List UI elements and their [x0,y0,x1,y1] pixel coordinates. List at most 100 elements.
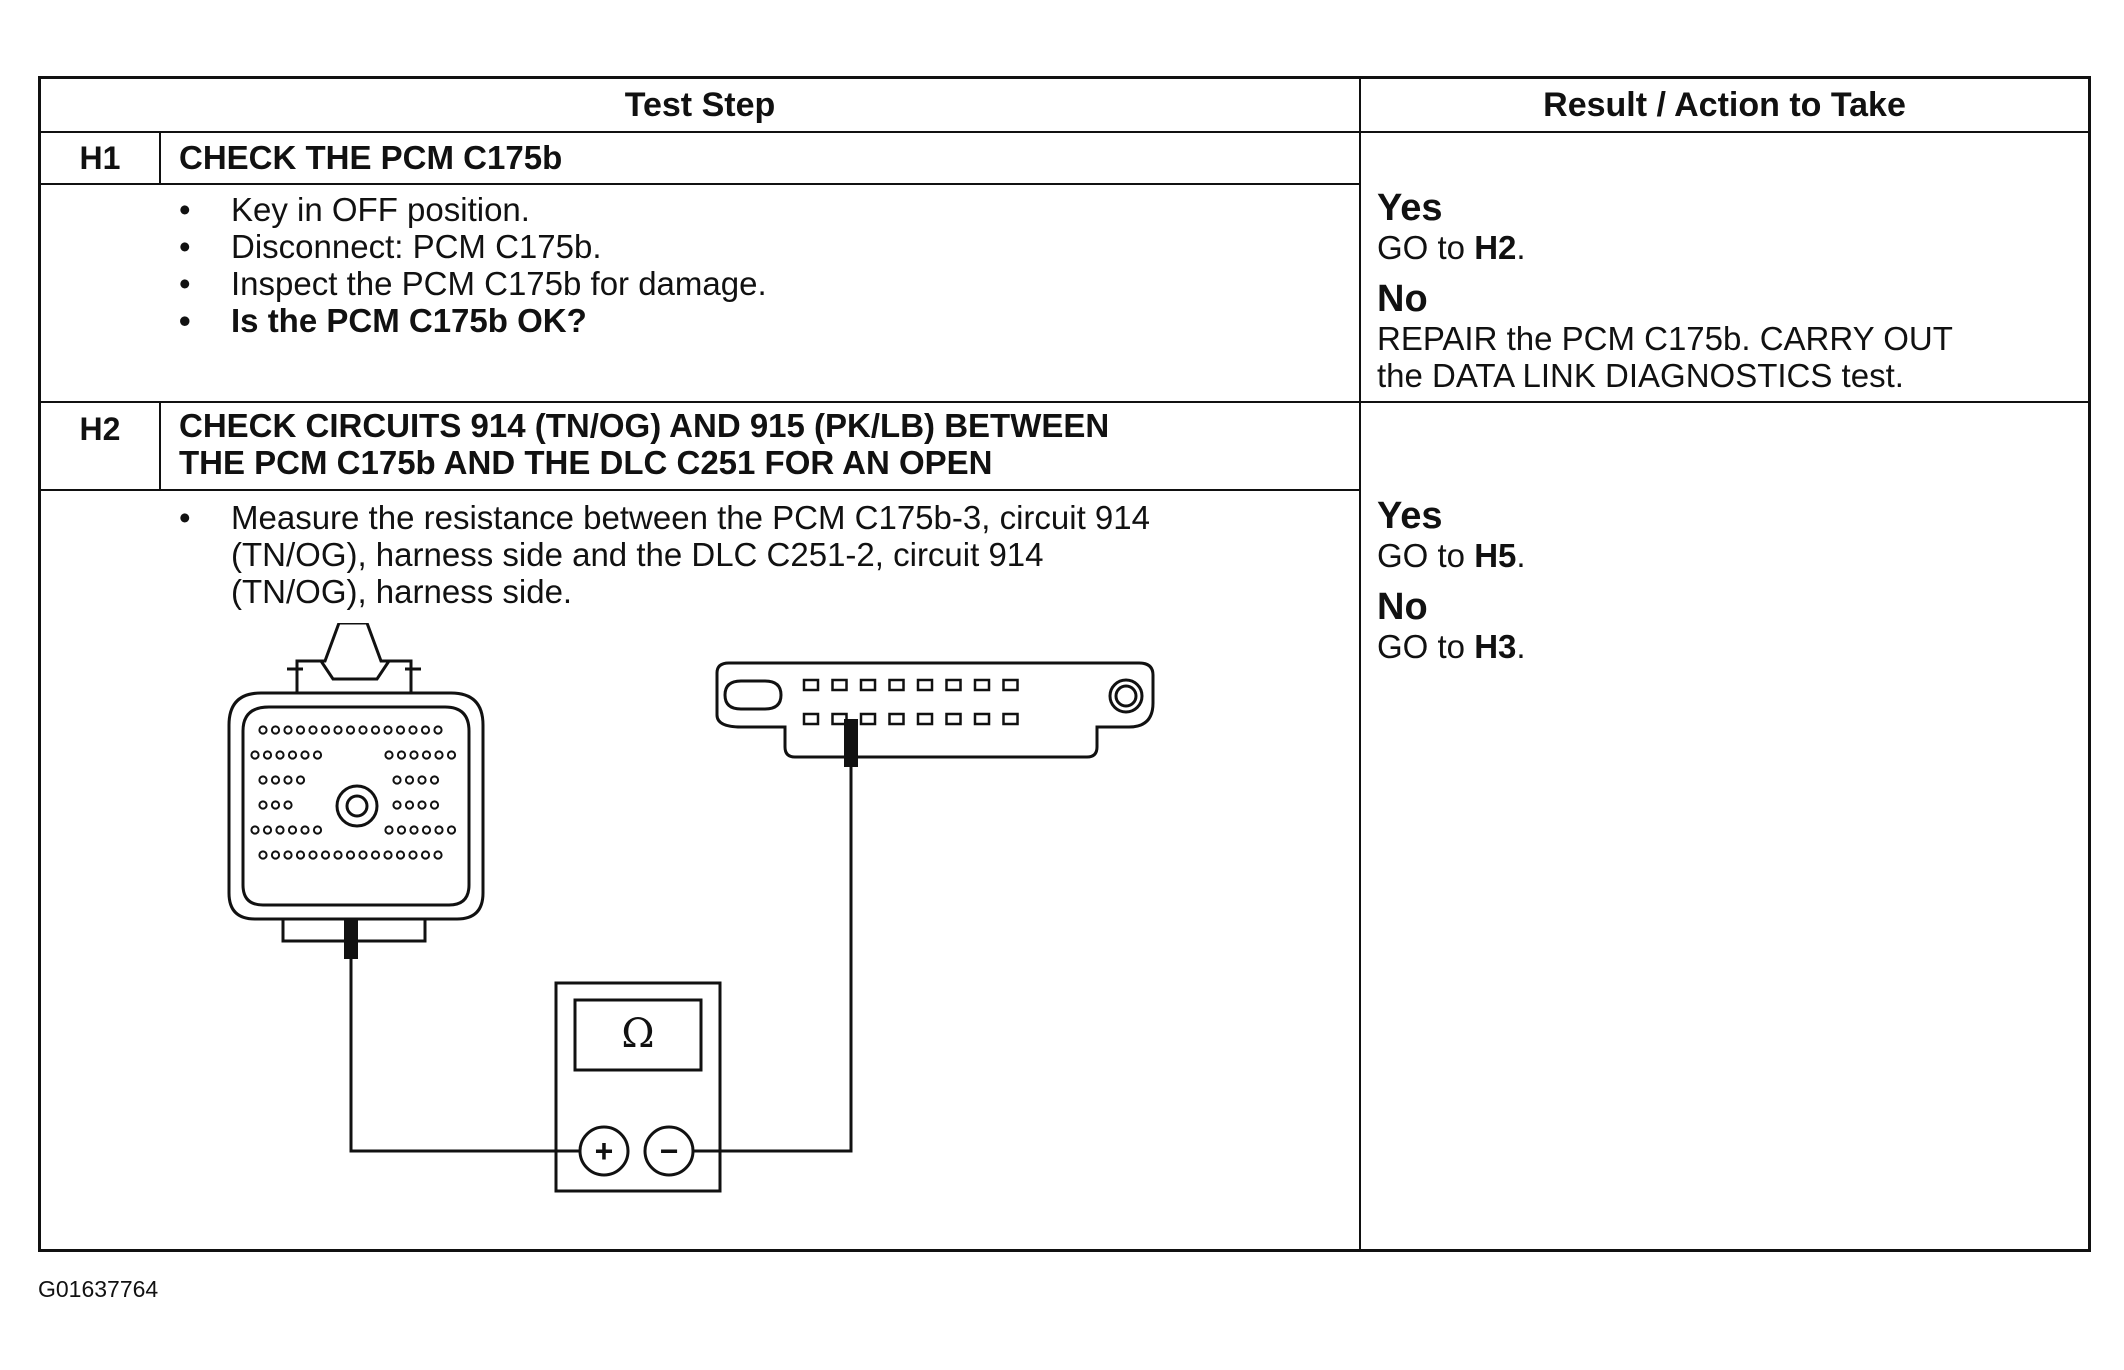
bullet-icon: • [179,499,191,536]
pin-hole [429,775,440,785]
pin-hole [420,850,431,860]
bullet-item: •Key in OFF position. [179,191,530,228]
bullet-question: •Is the PCM C175b OK? [179,302,587,339]
pin-hole [408,725,418,735]
pin-hole [417,775,427,785]
step-id-h1: H1 [79,140,121,176]
header-result-action: Result / Action to Take [1543,86,1906,124]
pin-hole [370,850,381,860]
bullet-icon: • [179,191,191,228]
pin-slot [916,712,934,726]
h2-id-divider [159,401,161,490]
pin-hole [308,725,318,735]
pin-hole [433,725,443,735]
result-yes-label: Yes [1377,187,1443,229]
goto-target: H5 [1474,537,1517,574]
bullet-icon: • [179,302,191,339]
pin-hole [420,725,431,735]
probe-pcm-icon [344,919,358,959]
h2-title-divider [41,489,1359,491]
pin-hole [358,850,368,860]
column-divider [1359,79,1361,1249]
pin-hole [262,750,273,760]
pin-hole [283,775,293,785]
pin-slot [1002,712,1019,726]
result-no-action-line1: REPAIR the PCM C175b. CARRY OUT [1377,320,1953,357]
step-title-h1: CHECK THE PCM C175b [179,139,563,176]
pin-hole [409,750,419,760]
dlc-connector-icon [715,661,1155,759]
header-divider [41,131,2088,133]
pin-hole [383,850,393,860]
pin-hole [270,800,281,810]
step-h2-bullets: •Measure the resistance between the PCM … [179,499,1150,610]
pin-hole [295,850,306,860]
bullet-icon: • [179,265,191,302]
step-divider [41,401,2088,403]
document-id: G01637764 [38,1276,159,1302]
pin-slot [945,712,962,726]
pin-slot [916,678,934,692]
pin-slot [802,712,820,726]
pin-hole [395,725,406,735]
pin-slot [973,712,991,726]
pin-hole [275,825,285,835]
step-title-line: CHECK CIRCUITS 914 (TN/OG) AND 915 (PK/L… [179,407,1110,444]
pin-hole [383,725,393,735]
step-title-h2: CHECK CIRCUITS 914 (TN/OG) AND 915 (PK/L… [179,407,1109,481]
h1-title-divider [41,183,1359,185]
pin-slot [859,678,877,692]
pin-hole [333,850,343,860]
wire-positive [349,948,580,1153]
pin-hole [446,825,457,835]
pin-hole [421,750,432,760]
result-no-label: No [1377,278,1428,320]
pin-hole [358,725,368,735]
result-no-label: No [1377,586,1428,628]
goto-target: H2 [1474,229,1517,266]
bullet-item: •Inspect the PCM C175b for damage. [179,265,767,302]
pin-hole [370,725,381,735]
step-title-line: THE PCM C175b AND THE DLC C251 FOR AN OP… [179,444,993,481]
step-h1-bullets: •Key in OFF position. •Disconnect: PCM C… [179,191,767,339]
pin-hole [320,725,331,735]
result-yes-action: GO to H2. [1377,229,1526,266]
pin-hole [258,725,268,735]
goto-target: H3 [1474,628,1517,665]
pin-hole [270,850,281,860]
bullet-item-cont: (TN/OG), harness side. [231,573,573,610]
pin-hole [258,775,268,785]
pin-hole [395,850,406,860]
pin-hole [270,775,281,785]
minus-symbol: − [660,1133,679,1169]
plus-symbol: + [595,1133,614,1169]
pin-hole [392,800,402,810]
pin-hole [345,725,356,735]
result-h1: Yes GO to H2. No REPAIR the PCM C175b. C… [1377,187,1953,394]
pin-hole [396,825,407,835]
pcm-pins [250,725,457,860]
pin-hole [408,850,418,860]
pin-hole [433,850,443,860]
pin-hole [320,850,331,860]
pin-hole [312,825,323,835]
result-yes-label: Yes [1377,495,1443,537]
bullet-item: •Disconnect: PCM C175b. [179,228,602,265]
pin-slot [1002,678,1019,692]
pin-hole [396,750,407,760]
pin-hole [417,800,427,810]
pin-hole [262,825,273,835]
pin-slot [888,678,905,692]
pin-hole [333,725,343,735]
pin-hole [258,800,268,810]
bullet-item-cont: (TN/OG), harness side and the DLC C251-2… [231,536,1044,573]
result-h2: Yes GO to H5. No GO to H3. [1377,495,1526,665]
pin-slot [945,678,962,692]
pin-hole [404,775,415,785]
pin-hole [409,825,419,835]
pin-hole [250,825,260,835]
pin-slot [973,678,991,692]
result-no-action: GO to H3. [1377,628,1526,665]
step-id-h2: H2 [79,411,121,447]
pin-hole [421,825,432,835]
